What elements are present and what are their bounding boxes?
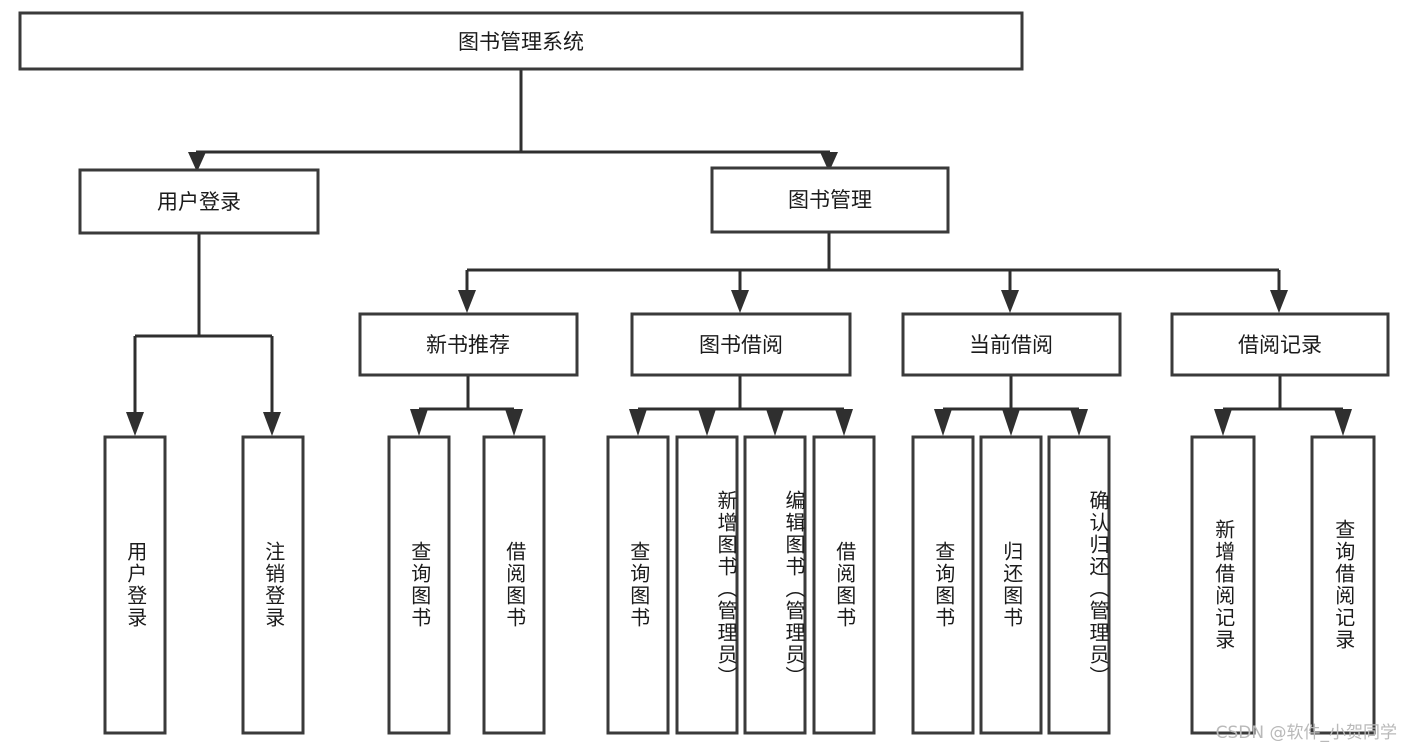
connector-group-book-management [458,232,1288,313]
arrowhead-leaf-add-book [698,409,716,436]
arrowhead-leaf-logout-login [263,412,281,436]
node-borrow-record-box[interactable] [1170,312,1390,377]
arrowhead-leaf-query-record [1334,409,1352,436]
leaf-box-confirm-return[interactable] [1047,435,1111,735]
node-user-login-label: 用户登录 [157,190,241,214]
arrowhead-leaf-query-book-2 [629,409,647,436]
arrowhead-leaf-return-book [1002,409,1020,436]
connector-group-new-book-recommend [410,375,523,436]
leaf-box-add-borrow-record[interactable] [1190,435,1256,735]
arrowhead-to-book-management [820,152,838,172]
node-book-management[interactable]: 图书管理 [710,166,950,234]
node-current-borrow-label: 当前借阅 [969,333,1053,357]
arrowhead-to-current-borrow [1001,290,1019,313]
connector-group-user-login [126,233,281,436]
arrowhead-leaf-query-book-3 [934,409,952,436]
node-book-management-box[interactable] [710,166,950,234]
connector-group-root [188,69,838,172]
leaf-box-query-book-2[interactable] [606,435,670,735]
arrowhead-to-user-login [188,152,206,172]
node-new-book-recommend-label: 新书推荐 [426,333,510,357]
node-new-book-recommend-box[interactable] [358,312,579,377]
node-book-management-label: 图书管理 [788,188,872,212]
connector-group-current-borrow [934,375,1088,436]
leaf-box-edit-book[interactable] [743,435,807,735]
leaf-box-return-book[interactable] [979,435,1043,735]
leaf-box-borrow-book-1[interactable] [482,435,546,735]
node-borrow-record-label: 借阅记录 [1238,333,1322,357]
arrowhead-to-borrow-record [1270,290,1288,313]
arrowhead-to-book-borrow [731,290,749,313]
leaf-box-user-login[interactable] [103,435,167,735]
node-root-label: 图书管理系统 [458,30,584,54]
node-root[interactable]: 图书管理系统 [18,11,1024,71]
watermark-text: CSDN @软件_小贺同学 [1215,723,1397,743]
node-borrow-record[interactable]: 借阅记录 [1170,312,1390,377]
arrowhead-leaf-borrow-book-2 [835,409,853,436]
connector-group-book-borrow [629,375,853,436]
leaf-box-query-book-3[interactable] [911,435,975,735]
node-root-box[interactable] [18,11,1024,71]
leaf-box-query-book-1[interactable] [387,435,451,735]
node-book-borrow-box[interactable] [630,312,852,377]
leaf-box-query-borrow-record[interactable] [1310,435,1376,735]
node-new-book-recommend[interactable]: 新书推荐 [358,312,579,377]
node-current-borrow[interactable]: 当前借阅 [901,312,1122,377]
node-user-login-box[interactable] [78,168,320,235]
connector-group-borrow-record [1214,375,1352,436]
leaf-box-borrow-book-2[interactable] [812,435,876,735]
node-book-borrow-label: 图书借阅 [699,333,783,357]
node-user-login[interactable]: 用户登录 [78,168,320,235]
node-current-borrow-box[interactable] [901,312,1122,377]
arrowhead-leaf-query-book-1 [410,409,428,436]
leaf-box-logout-login[interactable] [241,435,305,735]
node-book-borrow[interactable]: 图书借阅 [630,312,852,377]
arrowhead-leaf-confirm-return [1070,409,1088,436]
arrowhead-leaf-user-login [126,412,144,436]
arrowhead-leaf-borrow-book-1 [505,409,523,436]
leaf-box-add-book[interactable] [675,435,739,735]
arrowhead-leaf-edit-book [766,409,784,436]
arrowhead-leaf-add-record [1214,409,1232,436]
arrowhead-to-new-book-recommend [458,290,476,313]
leaf-boxes [103,435,1376,735]
